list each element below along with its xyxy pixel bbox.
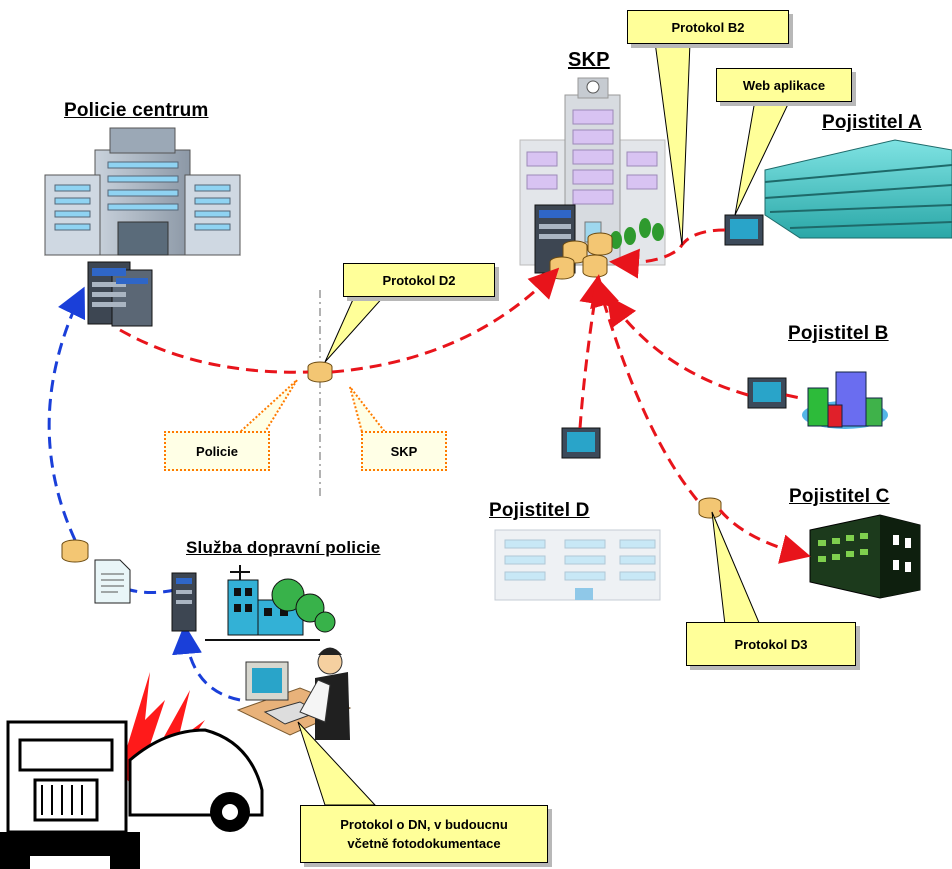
protokol-dn-callout: Protokol o DN, v budoucnu včetně fotodok… [300,805,548,863]
sluzba-label: Služba dopravní policie [186,538,381,557]
traffic-service-server-icon [171,572,197,632]
link-traffic-to-police [47,286,86,541]
skp-pointer [349,386,388,433]
truck-icon [0,720,140,869]
pojistitel-d-label: Pojistitel D [489,500,590,521]
protokol-b2-callout: Protokol B2 [627,10,789,44]
insurer-a-terminal-icon [724,214,764,246]
protocol-d2-database-icon [307,361,333,383]
skp-callout: SKP [361,431,447,471]
link-insurer-b-to-skp [606,295,749,397]
skp-building-icon [519,77,666,266]
operator-workstation-icon [236,647,352,740]
insurer-d-terminal-icon [561,427,601,459]
traffic-database-icon [61,539,89,563]
skp-database-icon [549,232,613,280]
police-pointer [237,379,298,433]
policie-centrum-label: Policie centrum [64,100,209,121]
protocol-d3-pointer [711,511,761,626]
link-insurer-d-to-skp [578,274,609,429]
traffic-service-building-icon [205,565,336,641]
insurer-a-building-icon [764,139,952,239]
car-icon [128,728,264,832]
link-police-to-d2 [119,328,309,374]
protokol-dn-line2: včetně fotodokumentace [347,836,501,851]
police-hq-building-icon [44,127,241,256]
link-d3-to-skp [590,276,699,501]
insurer-c-building-icon [809,514,921,599]
skp-label: SKP [568,49,610,71]
insurer-b-terminal-icon [747,377,787,409]
link-d2-to-skp [331,267,560,374]
web-aplikace-callout: Web aplikace [716,68,852,102]
protocol-d2-pointer [324,294,387,363]
policie-callout: Policie [164,431,270,471]
pojistitel-a-label: Pojistitel A [822,112,922,133]
insurer-d-building-icon [494,529,661,601]
police-server-icon [87,261,153,327]
link-d3-to-insurer-c [718,509,811,564]
link-insurer-a-to-skp [609,228,726,279]
protocol-d3-database-icon [698,497,722,519]
protokol-d2-callout: Protokol D2 [343,263,495,297]
link-b-short [785,393,801,400]
pojistitel-b-label: Pojistitel B [788,323,889,344]
link-pc-to-service [172,624,241,702]
insurer-b-building-icon [802,371,888,429]
link-service-to-document [129,588,176,594]
report-document-icon [94,559,131,604]
protokol-d3-callout: Protokol D3 [686,622,856,666]
protokol-dn-line1: Protokol o DN, v budoucnu [340,817,508,832]
pojistitel-c-label: Pojistitel C [789,486,890,507]
